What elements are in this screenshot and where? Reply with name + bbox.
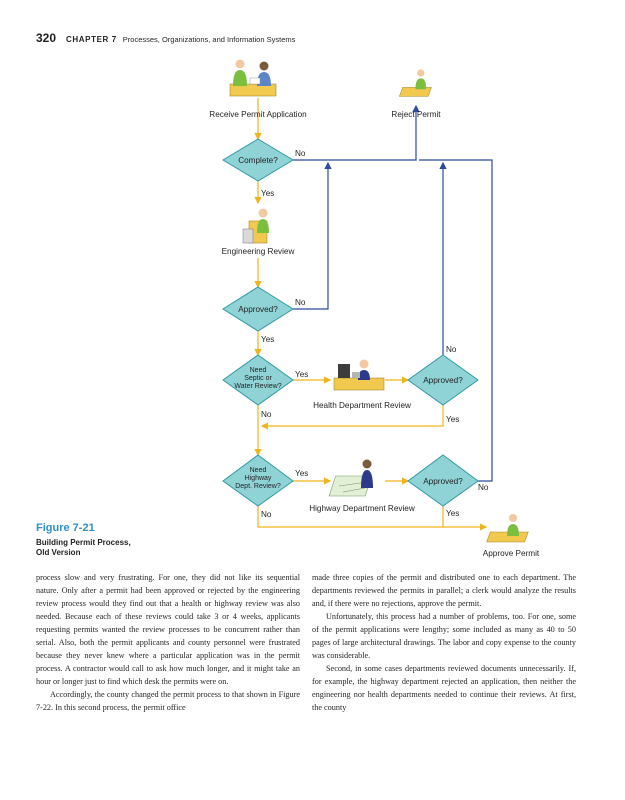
decision-highway-label-2: Highway	[245, 475, 272, 482]
figure-caption-line-1: Building Permit Process,	[36, 538, 131, 547]
chapter-title: Processes, Organizations, and Informatio…	[122, 35, 296, 44]
reject-permit-label: Reject Permit	[391, 110, 441, 119]
yes-label-septic: Yes	[295, 370, 308, 379]
receive-application-label: Receive Permit Application	[209, 110, 307, 119]
paragraph: made three copies of the permit and dist…	[312, 573, 576, 608]
figure-caption-line-2: Old Version	[36, 548, 81, 557]
figure-number: Figure 7-21	[36, 522, 95, 534]
no-flows	[293, 104, 493, 482]
highway-department-icon	[328, 459, 373, 497]
decision-approved-highway	[407, 454, 479, 507]
decision-approved3-label: Approved?	[423, 477, 463, 486]
flow-complete-no	[293, 104, 420, 161]
yes-flows	[254, 98, 488, 531]
figure-caption: Building Permit Process, Old Version	[36, 538, 131, 558]
yes-label-complete: Yes	[261, 189, 274, 198]
flow-approved3-no	[419, 159, 493, 482]
no-label-approved1: No	[295, 298, 306, 307]
page-number: 320	[36, 31, 57, 45]
decision-approved-health	[407, 354, 479, 406]
paragraph: Accordingly, the county changed the perm…	[36, 690, 300, 712]
decision-need-highway	[222, 454, 294, 507]
decision-septic-label-1: Need	[250, 367, 267, 374]
decision-complete	[222, 138, 294, 182]
paragraph: Second, in some cases departments review…	[312, 664, 576, 712]
engineering-review-label: Engineering Review	[222, 247, 295, 256]
yes-label-approved1: Yes	[261, 335, 274, 344]
highway-review-label: Highway Department Review	[309, 504, 415, 513]
no-label-septic: No	[261, 410, 272, 419]
approve-permit-icon	[486, 514, 529, 543]
no-label-highway: No	[261, 510, 272, 519]
decision-need-septic	[222, 354, 294, 406]
paragraph: Unfortunately, this process had a number…	[312, 612, 576, 660]
no-label-complete: No	[295, 149, 306, 158]
decision-approved1-label: Approved?	[238, 305, 278, 314]
permit-process-diagram: Complete? Approved? Need Septic or Water…	[209, 59, 540, 558]
decision-complete-label: Complete?	[238, 156, 278, 165]
health-review-label: Health Department Review	[313, 401, 411, 410]
decision-septic-label-2: Septic or	[244, 375, 272, 382]
no-label-approved2: No	[446, 345, 457, 354]
decision-approved2-label: Approved?	[423, 376, 463, 385]
yes-label-approved2: Yes	[446, 415, 459, 424]
yes-label-highway: Yes	[295, 469, 308, 478]
no-label-approved3: No	[478, 483, 489, 492]
decision-approved-engineering	[222, 286, 294, 332]
body-column-left: process slow and very frustrating. For o…	[36, 571, 300, 714]
flow-highwayneed-no	[257, 506, 488, 531]
decision-highway-label-1: Need	[250, 467, 267, 474]
decision-septic-label-3: Water Review?	[234, 383, 281, 390]
approve-permit-label: Approve Permit	[483, 549, 540, 558]
body-column-right: made three copies of the permit and dist…	[312, 571, 576, 714]
receive-application-icon	[229, 59, 277, 97]
flow-approved1-no	[293, 161, 332, 310]
chapter-label: CHAPTER 7	[66, 35, 117, 44]
decision-highway-label-3: Dept. Review?	[235, 483, 281, 490]
running-header: 320 CHAPTER 7 Processes, Organizations, …	[36, 31, 295, 45]
health-department-icon	[333, 359, 385, 391]
yes-label-approved3: Yes	[446, 509, 459, 518]
engineering-review-icon	[242, 208, 269, 244]
paragraph: process slow and very frustrating. For o…	[36, 573, 300, 686]
flow-approved2-yes	[260, 405, 444, 430]
reject-permit-icon	[398, 69, 432, 97]
